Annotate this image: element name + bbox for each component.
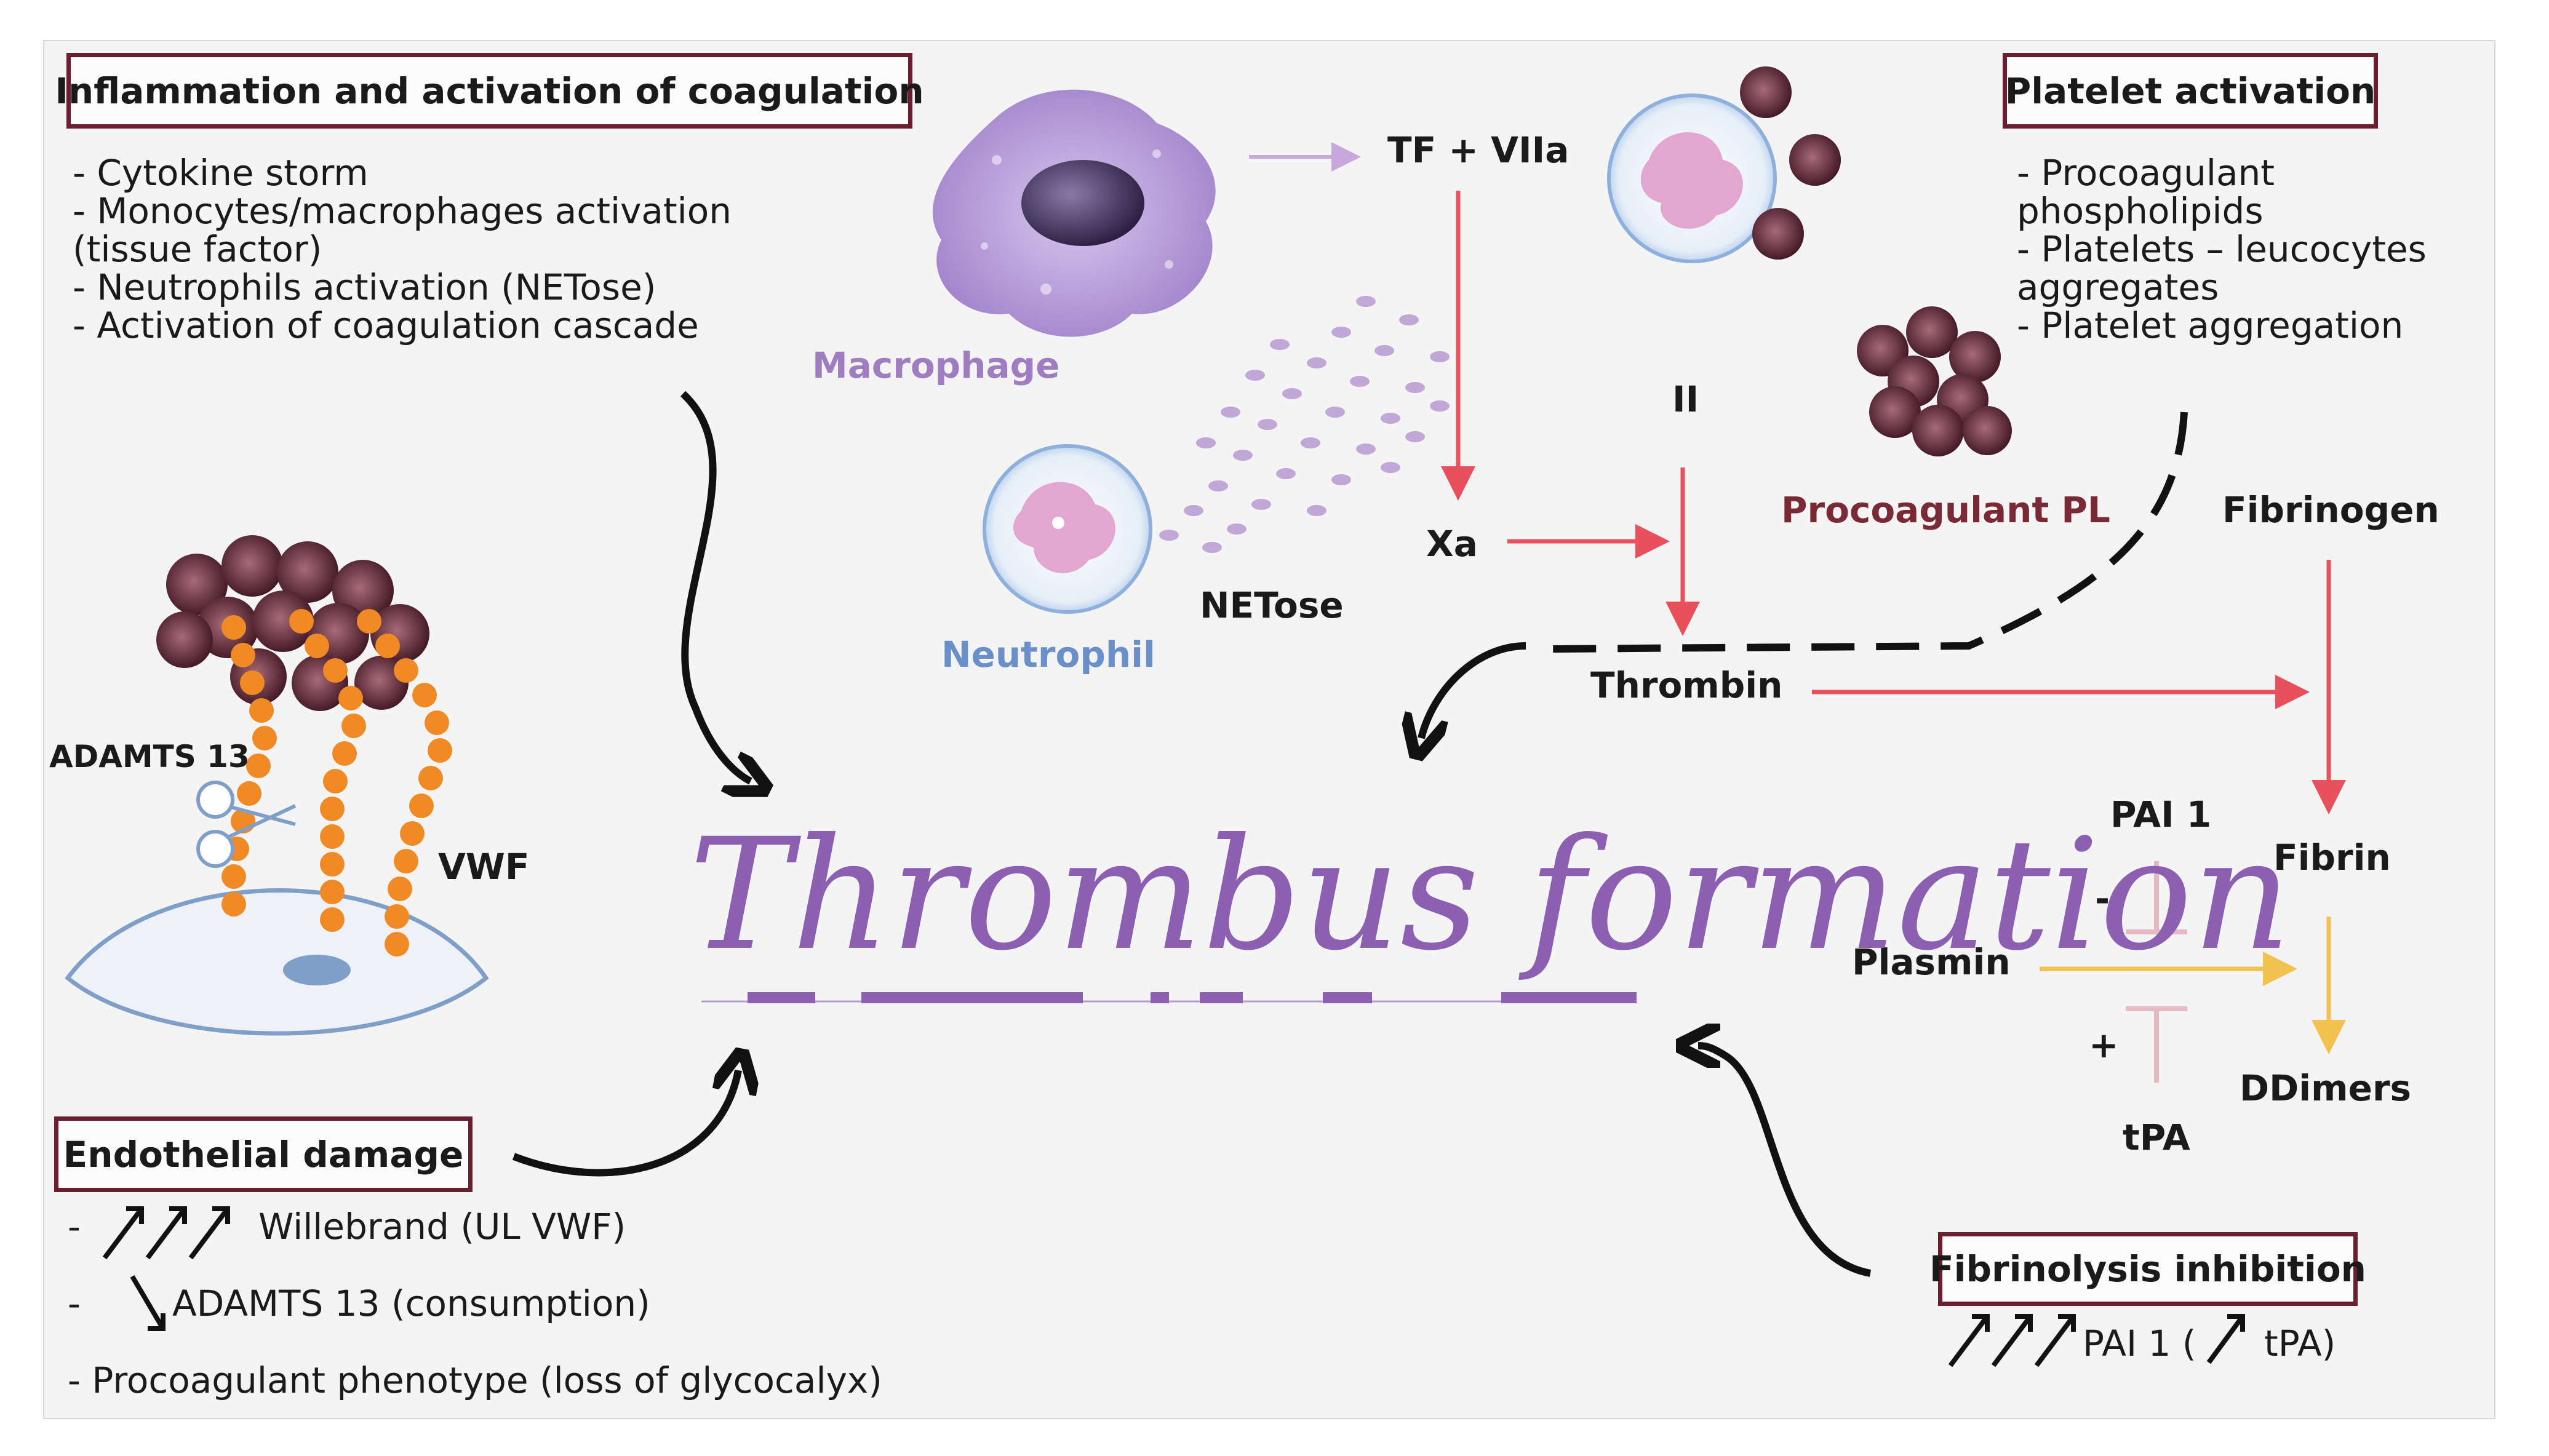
decrease-arrow-icon [130, 1275, 166, 1331]
pai1-label: PAI 1 [2110, 794, 2212, 835]
increase-arrows-icon [102, 1206, 230, 1260]
inflammation-heading: Inflammation and activation of coagulati… [55, 53, 924, 129]
ddimers-label: DDimers [2240, 1067, 2412, 1109]
inflammation-to-thrombus-arrow [680, 391, 751, 781]
fibrinolysis-inhibition-heading: Fibrinolysis inhibition [1929, 1232, 2366, 1306]
procoagulant-pl-label: Procoagulant PL [1781, 489, 2110, 531]
inflammation-item: - Activation of coagulation cascade [73, 304, 699, 346]
netose-spray-icon [1159, 296, 1450, 553]
inhibition-minus-sign: - [2095, 878, 2110, 920]
pai1-increase-arrows-icon [1948, 1314, 2076, 1367]
endothelial-cell-icon [65, 888, 489, 1036]
scissors-icon [196, 781, 297, 868]
tpa-label: tPA [2123, 1116, 2190, 1158]
tpa-arrow-icon [2206, 1314, 2245, 1364]
platelet-activation-heading: Platelet activation [2003, 53, 2378, 129]
inflammation-list: - Cytokine storm - Monocytes/macrophages… [73, 154, 732, 344]
macrophage-cell-icon [932, 89, 1216, 337]
activation-plus-sign: + [2089, 1024, 2119, 1066]
vwf-platelet-cluster-icon [156, 535, 429, 711]
thrombin-label: Thrombin [1590, 664, 1783, 706]
inflammation-item: - Monocytes/macrophages activation [73, 190, 732, 232]
platelet-dashed-connector [1550, 412, 2188, 653]
tpa-activation-symbol [2126, 1006, 2187, 1083]
fibrinolysis-to-thrombus-arrow [1698, 1046, 1872, 1277]
vwf-label: VWF [438, 846, 530, 888]
platelet-item: - Platelets – leucocytes [2017, 228, 2427, 270]
fibrinolysis-tpa-label: tPA) [2264, 1323, 2336, 1364]
pai1-inhibition-symbol [2126, 861, 2187, 934]
endothelial-damage-heading: Endothelial damage [54, 1116, 473, 1192]
platelet-item: - Platelet aggregation [2017, 304, 2404, 346]
endothelial-dash-1: - [68, 1206, 81, 1247]
xa-label: Xa [1426, 523, 1478, 565]
endothelial-item-procoagulant: - Procoagulant phenotype (loss of glycoc… [68, 1359, 882, 1401]
adamts13-label: ADAMTS 13 [49, 739, 250, 774]
fibrinogen-label: Fibrinogen [2222, 489, 2439, 531]
thrombus-underline [701, 992, 1637, 1003]
endothelial-dash-2: - [68, 1283, 81, 1324]
neutrophil-cell-icon [983, 444, 1152, 614]
thrombin-to-thrombus-arrow [1421, 642, 1526, 738]
platelet-item: phospholipids [2017, 190, 2264, 232]
endothelial-to-thrombus-arrow [512, 1070, 738, 1177]
tf-viia-label: TF + VIIa [1387, 129, 1570, 171]
platelet-item: - Procoagulant [2017, 152, 2275, 194]
fibrinolysis-pai1-label: PAI 1 ( [2083, 1323, 2196, 1364]
platelet-list: - Procoagulant phospholipids - Platelets… [2017, 154, 2427, 344]
inflammation-item: - Neutrophils activation (NETose) [73, 266, 656, 308]
fibrin-label: Fibrin [2273, 837, 2391, 878]
platelet-leucocyte-aggregate-icon [1607, 66, 1841, 263]
endothelial-item-adamts: ADAMTS 13 (consumption) [172, 1283, 650, 1324]
inflammation-item: (tissue factor) [73, 228, 322, 270]
prothrombin-label: II [1672, 378, 1699, 420]
endothelial-item-willebrand: Willebrand (UL VWF) [258, 1206, 626, 1247]
macrophage-label: Macrophage [812, 344, 1060, 386]
plasmin-label: Plasmin [1852, 941, 2011, 983]
netose-label: NETose [1200, 584, 1344, 626]
platelet-item: aggregates [2017, 266, 2219, 308]
procoagulant-platelet-cluster-icon [1857, 306, 2012, 456]
thrombus-formation-title: Thrombus formation [689, 805, 2292, 984]
neutrophil-label: Neutrophil [941, 634, 1155, 675]
inflammation-item: - Cytokine storm [73, 152, 369, 194]
vwf-multimer-strands-icon [221, 609, 452, 957]
